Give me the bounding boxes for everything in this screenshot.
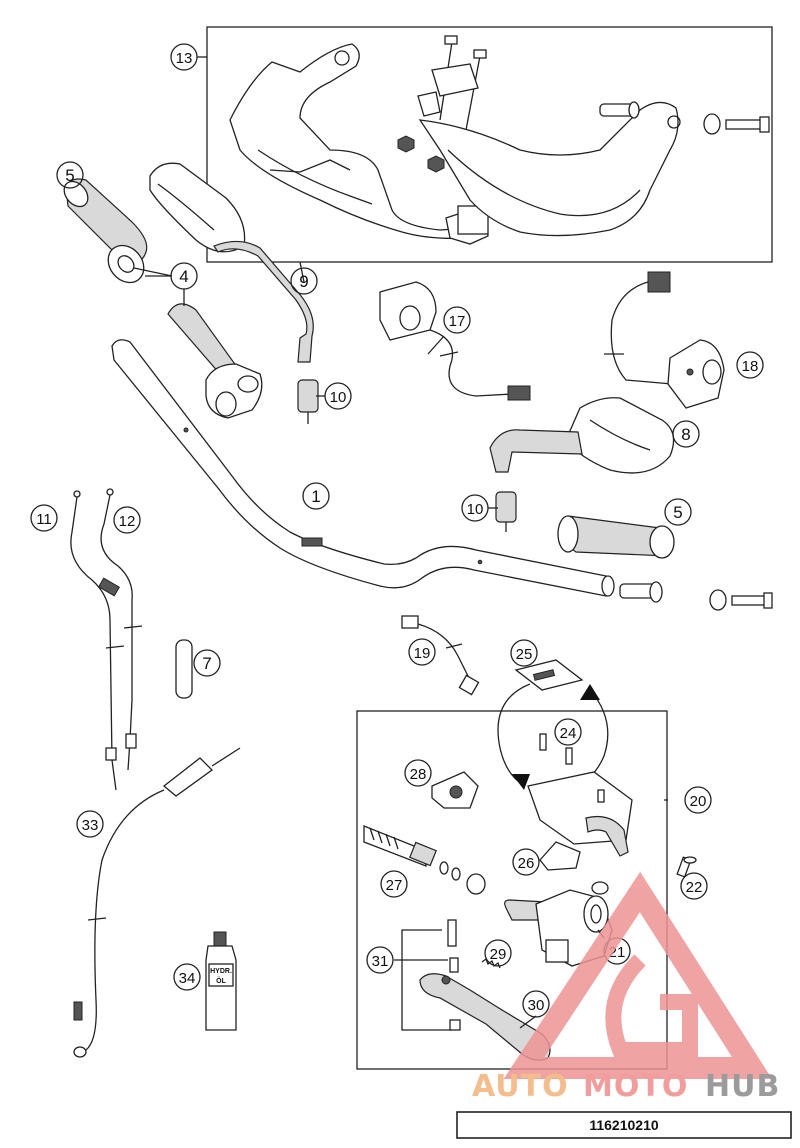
doc-number-box [456,1111,792,1139]
cable-clip [175,639,193,699]
callout-31: 31 [366,946,394,974]
svg-text:8: 8 [681,425,690,444]
adapter-10-right [495,491,517,532]
callout-27: 27 [380,870,408,898]
callout-5-right: 5 [664,498,692,526]
piston-kit-27 [363,825,486,895]
screw-22 [676,856,697,878]
leader-lines [133,56,668,1029]
logo-auto: AUTO [472,1069,569,1104]
callout-24: 24 [554,718,582,746]
svg-text:7: 7 [202,654,211,673]
callout-4: 4 [170,262,198,290]
oil-label-line1: HYDR. [210,968,232,975]
grip-left [63,178,148,284]
callout-34: 34 [173,963,201,991]
svg-text:27: 27 [386,877,403,894]
callout-25: 25 [510,639,538,667]
mirror-right [489,397,675,474]
reservoir-cap [514,659,584,691]
svg-text:5: 5 [65,166,74,185]
screws-24 [539,733,573,765]
callout-10-left: 10 [324,382,352,410]
svg-text:10: 10 [467,501,484,518]
svg-text:9: 9 [299,272,308,291]
oil-label-line2: ÖL [216,976,226,985]
callout-33: 33 [76,810,104,838]
mirror-left [149,162,314,363]
throttle-grip [167,303,263,419]
svg-text:12: 12 [119,513,136,530]
logo-hub: HUB [705,1069,780,1104]
callout-7: 7 [193,649,221,677]
adapter-10-left [297,379,319,424]
callout-9: 9 [290,267,318,295]
svg-text:4: 4 [179,267,188,286]
svg-text:25: 25 [516,646,533,663]
svg-text:28: 28 [410,766,427,783]
clamp-28 [431,771,479,809]
svg-text:22: 22 [686,879,703,896]
svg-text:10: 10 [330,389,347,406]
callout-17: 17 [443,306,471,334]
bracket-26 [539,841,581,871]
bar-end-hardware [619,581,773,611]
svg-text:30: 30 [528,997,545,1014]
callout-13: 13 [170,43,198,71]
callout-11: 11 [30,504,58,532]
svg-text:34: 34 [179,970,196,987]
switch-left [379,281,531,401]
hydraulic-oil-bottle: HYDR. ÖL [205,931,237,1031]
svg-text:19: 19 [414,645,431,662]
grip-right [557,515,675,559]
callout-12: 12 [113,506,141,534]
callout-8: 8 [672,420,700,448]
svg-text:33: 33 [82,817,99,834]
doc-number: 116210210 [589,1117,659,1133]
svg-text:24: 24 [560,725,577,742]
svg-text:20: 20 [690,793,707,810]
callout-29: 29 [484,939,512,967]
handlebar [111,339,615,597]
callout-5-left: 5 [56,161,84,189]
svg-text:11: 11 [36,511,52,528]
callout-26: 26 [512,848,540,876]
handguard-group-box [206,26,773,263]
handguard-right [418,101,681,237]
switch-right [604,271,725,409]
pins-31 [401,919,459,1031]
callout-10-right: 10 [461,494,489,522]
callout-20: 20 [684,786,712,814]
callout-18: 18 [736,351,764,379]
handguard-left [229,43,489,245]
logo-moto: MOTO [583,1069,688,1104]
svg-text:26: 26 [518,855,535,872]
callout-19: 19 [408,638,436,666]
svg-text:5: 5 [673,503,682,522]
callout-22: 22 [680,872,708,900]
svg-text:31: 31 [372,953,389,970]
svg-text:13: 13 [176,50,193,67]
svg-text:1: 1 [311,487,320,506]
throttle-cables [70,488,143,791]
svg-text:17: 17 [449,313,466,330]
callout-1: 1 [302,482,330,510]
svg-text:18: 18 [742,358,759,375]
callout-30: 30 [522,990,550,1018]
exchange-arrows [497,683,609,791]
handguard-hardware [397,35,770,173]
automotohub-logo: AUTO MOTO HUB [472,871,780,1104]
sensor-cable [401,615,480,696]
master-cylinder-body-upper [527,771,633,857]
clutch-line [73,747,241,1058]
svg-text:29: 29 [490,946,507,963]
callout-28: 28 [404,759,432,787]
